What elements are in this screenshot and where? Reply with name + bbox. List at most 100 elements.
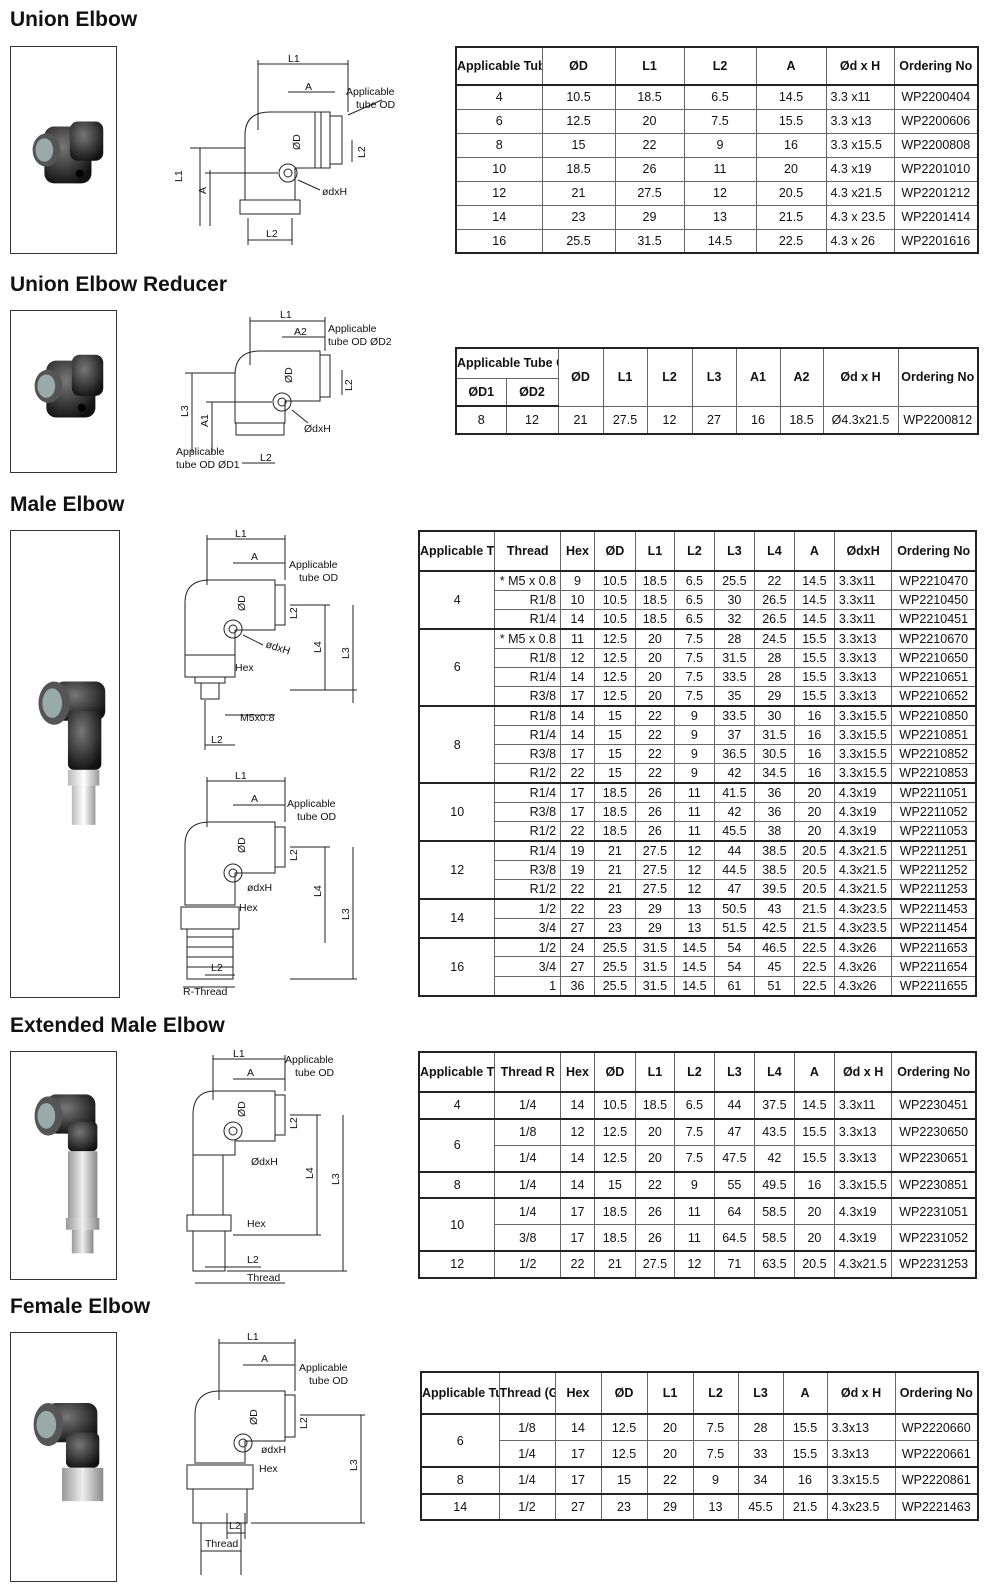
table-cell: 1/2 xyxy=(494,898,562,919)
column-header: ØD xyxy=(541,46,616,86)
table-cell: 42.5 xyxy=(753,917,795,939)
table-cell: 4.3 x 23.5 xyxy=(825,204,895,230)
table-cell: 21.5 xyxy=(793,917,835,939)
table-cell: 28 xyxy=(737,1413,784,1441)
table-header-row: Applicable Tube ODØDL1L2L3A1A2Ød x HOrde… xyxy=(455,347,979,407)
table-cell: 22 xyxy=(614,132,685,158)
table-cell: 9 xyxy=(673,763,715,785)
dim-label-r-thread: R-Thread xyxy=(183,986,228,997)
table-cell: 27.5 xyxy=(634,1250,675,1279)
table-cell: 10.5 xyxy=(541,84,616,110)
table-cell: 47 xyxy=(713,879,755,901)
table-cell: 18.5 xyxy=(634,1091,675,1120)
column-header: Ød x H xyxy=(833,1051,893,1093)
table-cell: WP2231052 xyxy=(891,1224,977,1252)
table-cell: 21.5 xyxy=(755,204,827,230)
table-cell: 13 xyxy=(673,898,715,919)
table-cell: 10.5 xyxy=(593,609,636,630)
table-cell: 61 xyxy=(713,975,755,997)
table-cell: 4.3x19 xyxy=(833,802,893,823)
table-cell: 13 xyxy=(683,204,757,230)
table-cell: 4.3 x21.5 xyxy=(825,180,895,206)
table-cell: 18.5 xyxy=(634,570,675,591)
column-header: A xyxy=(793,530,835,572)
dim-label-l2-bottom: L2 xyxy=(229,1520,241,1532)
column-header: Hex xyxy=(554,1371,602,1415)
table-cell: 7.5 xyxy=(692,1440,739,1468)
dim-label-tube-d1-1: Applicable xyxy=(176,446,225,458)
table-cell: WP2201010 xyxy=(893,156,979,182)
dim-label-dxh: ødxH xyxy=(247,882,272,894)
table-extended-male-elbow: Applicable Tube ODThread RHexØDL1L2L3L4A… xyxy=(418,1051,977,1279)
table-cell: 17 xyxy=(560,744,595,765)
table-cell: 24 xyxy=(560,937,595,958)
table-cell: 63.5 xyxy=(753,1250,795,1279)
dim-label-l2: L2 xyxy=(343,379,355,391)
table-cell: 30 xyxy=(713,589,755,611)
dim-label-l2-bottom: L2 xyxy=(260,452,272,464)
table-cell: 15 xyxy=(593,705,636,726)
table-cell: 3.3x15.5 xyxy=(833,763,893,785)
table-cell: 20 xyxy=(793,1197,835,1225)
table-cell: 9 xyxy=(692,1466,739,1495)
table-cell: 1/2 xyxy=(494,937,562,958)
table-cell: 29 xyxy=(634,898,675,919)
table-cell: 50.5 xyxy=(713,898,755,919)
table-cell: WP2200812 xyxy=(897,405,979,435)
table-cell: 14.5 xyxy=(793,1091,835,1120)
table-cell: 10.5 xyxy=(593,570,636,591)
table-cell: 22.5 xyxy=(793,956,835,977)
dim-label-l1: L1 xyxy=(235,528,247,540)
table-cell: WP2220660 xyxy=(894,1413,979,1441)
table-cell: 37 xyxy=(713,724,755,746)
table-cell: 4.3x19 xyxy=(833,782,893,804)
table-cell: R3/8 xyxy=(494,744,562,765)
table-cell: 64.5 xyxy=(713,1224,755,1252)
table-cell: 3.3x13 xyxy=(833,647,893,668)
table-cell: 12 xyxy=(646,405,693,435)
table-cell: 26 xyxy=(634,1197,675,1225)
table-cell: WP2211453 xyxy=(891,898,977,919)
column-header-group: Applicable Tube OD xyxy=(455,347,559,379)
table-cell: 15.5 xyxy=(782,1440,828,1468)
extended-male-elbow-photo-icon xyxy=(34,1094,100,1254)
column-header: L1 xyxy=(646,1371,694,1415)
table-cell: 6 xyxy=(455,108,543,134)
table-cell: 18.5 xyxy=(593,782,636,804)
union-elbow-reducer-photo-icon xyxy=(34,354,104,418)
table-cell: 17 xyxy=(560,1197,595,1225)
table-cell: WP2210853 xyxy=(891,763,977,785)
column-header: ØD xyxy=(600,1371,648,1415)
dim-label-hex: Hex xyxy=(259,1463,278,1475)
dim-label-l2-bottom: L2 xyxy=(266,228,278,240)
table-cell: 3.3x15.5 xyxy=(833,744,893,765)
table-cell: 15.5 xyxy=(793,628,835,649)
table-cell: 6.5 xyxy=(683,84,757,110)
dim-label-thread: Thread xyxy=(205,1538,238,1550)
table-cell: 15.5 xyxy=(793,1144,835,1173)
table-cell: 33 xyxy=(737,1440,784,1468)
table-cell: 11 xyxy=(673,1224,715,1252)
table-cell: WP2200606 xyxy=(893,108,979,134)
table-cell: R1/2 xyxy=(494,763,562,785)
table-cell: 15.5 xyxy=(793,686,835,708)
table-cell: WP2210470 xyxy=(891,570,977,591)
table-cell: 4.3 x 26 xyxy=(825,228,895,254)
tube-od-cell: 4 xyxy=(418,1091,496,1120)
column-header: L3 xyxy=(737,1371,784,1415)
table-cell: 3.3x13 xyxy=(833,1118,893,1146)
table-cell: 4.3x19 xyxy=(833,1224,893,1252)
table-cell: 3/4 xyxy=(494,956,562,977)
table-cell: 17 xyxy=(560,1224,595,1252)
table-cell: 9 xyxy=(560,570,595,591)
column-header: Applicable Tube OD xyxy=(420,1371,500,1415)
table-union-elbow: Applicable Tube ODØDL1L2AØd x HOrdering … xyxy=(455,46,979,254)
table-cell: 42 xyxy=(753,1144,795,1173)
table-cell: R1/8 xyxy=(494,705,562,726)
